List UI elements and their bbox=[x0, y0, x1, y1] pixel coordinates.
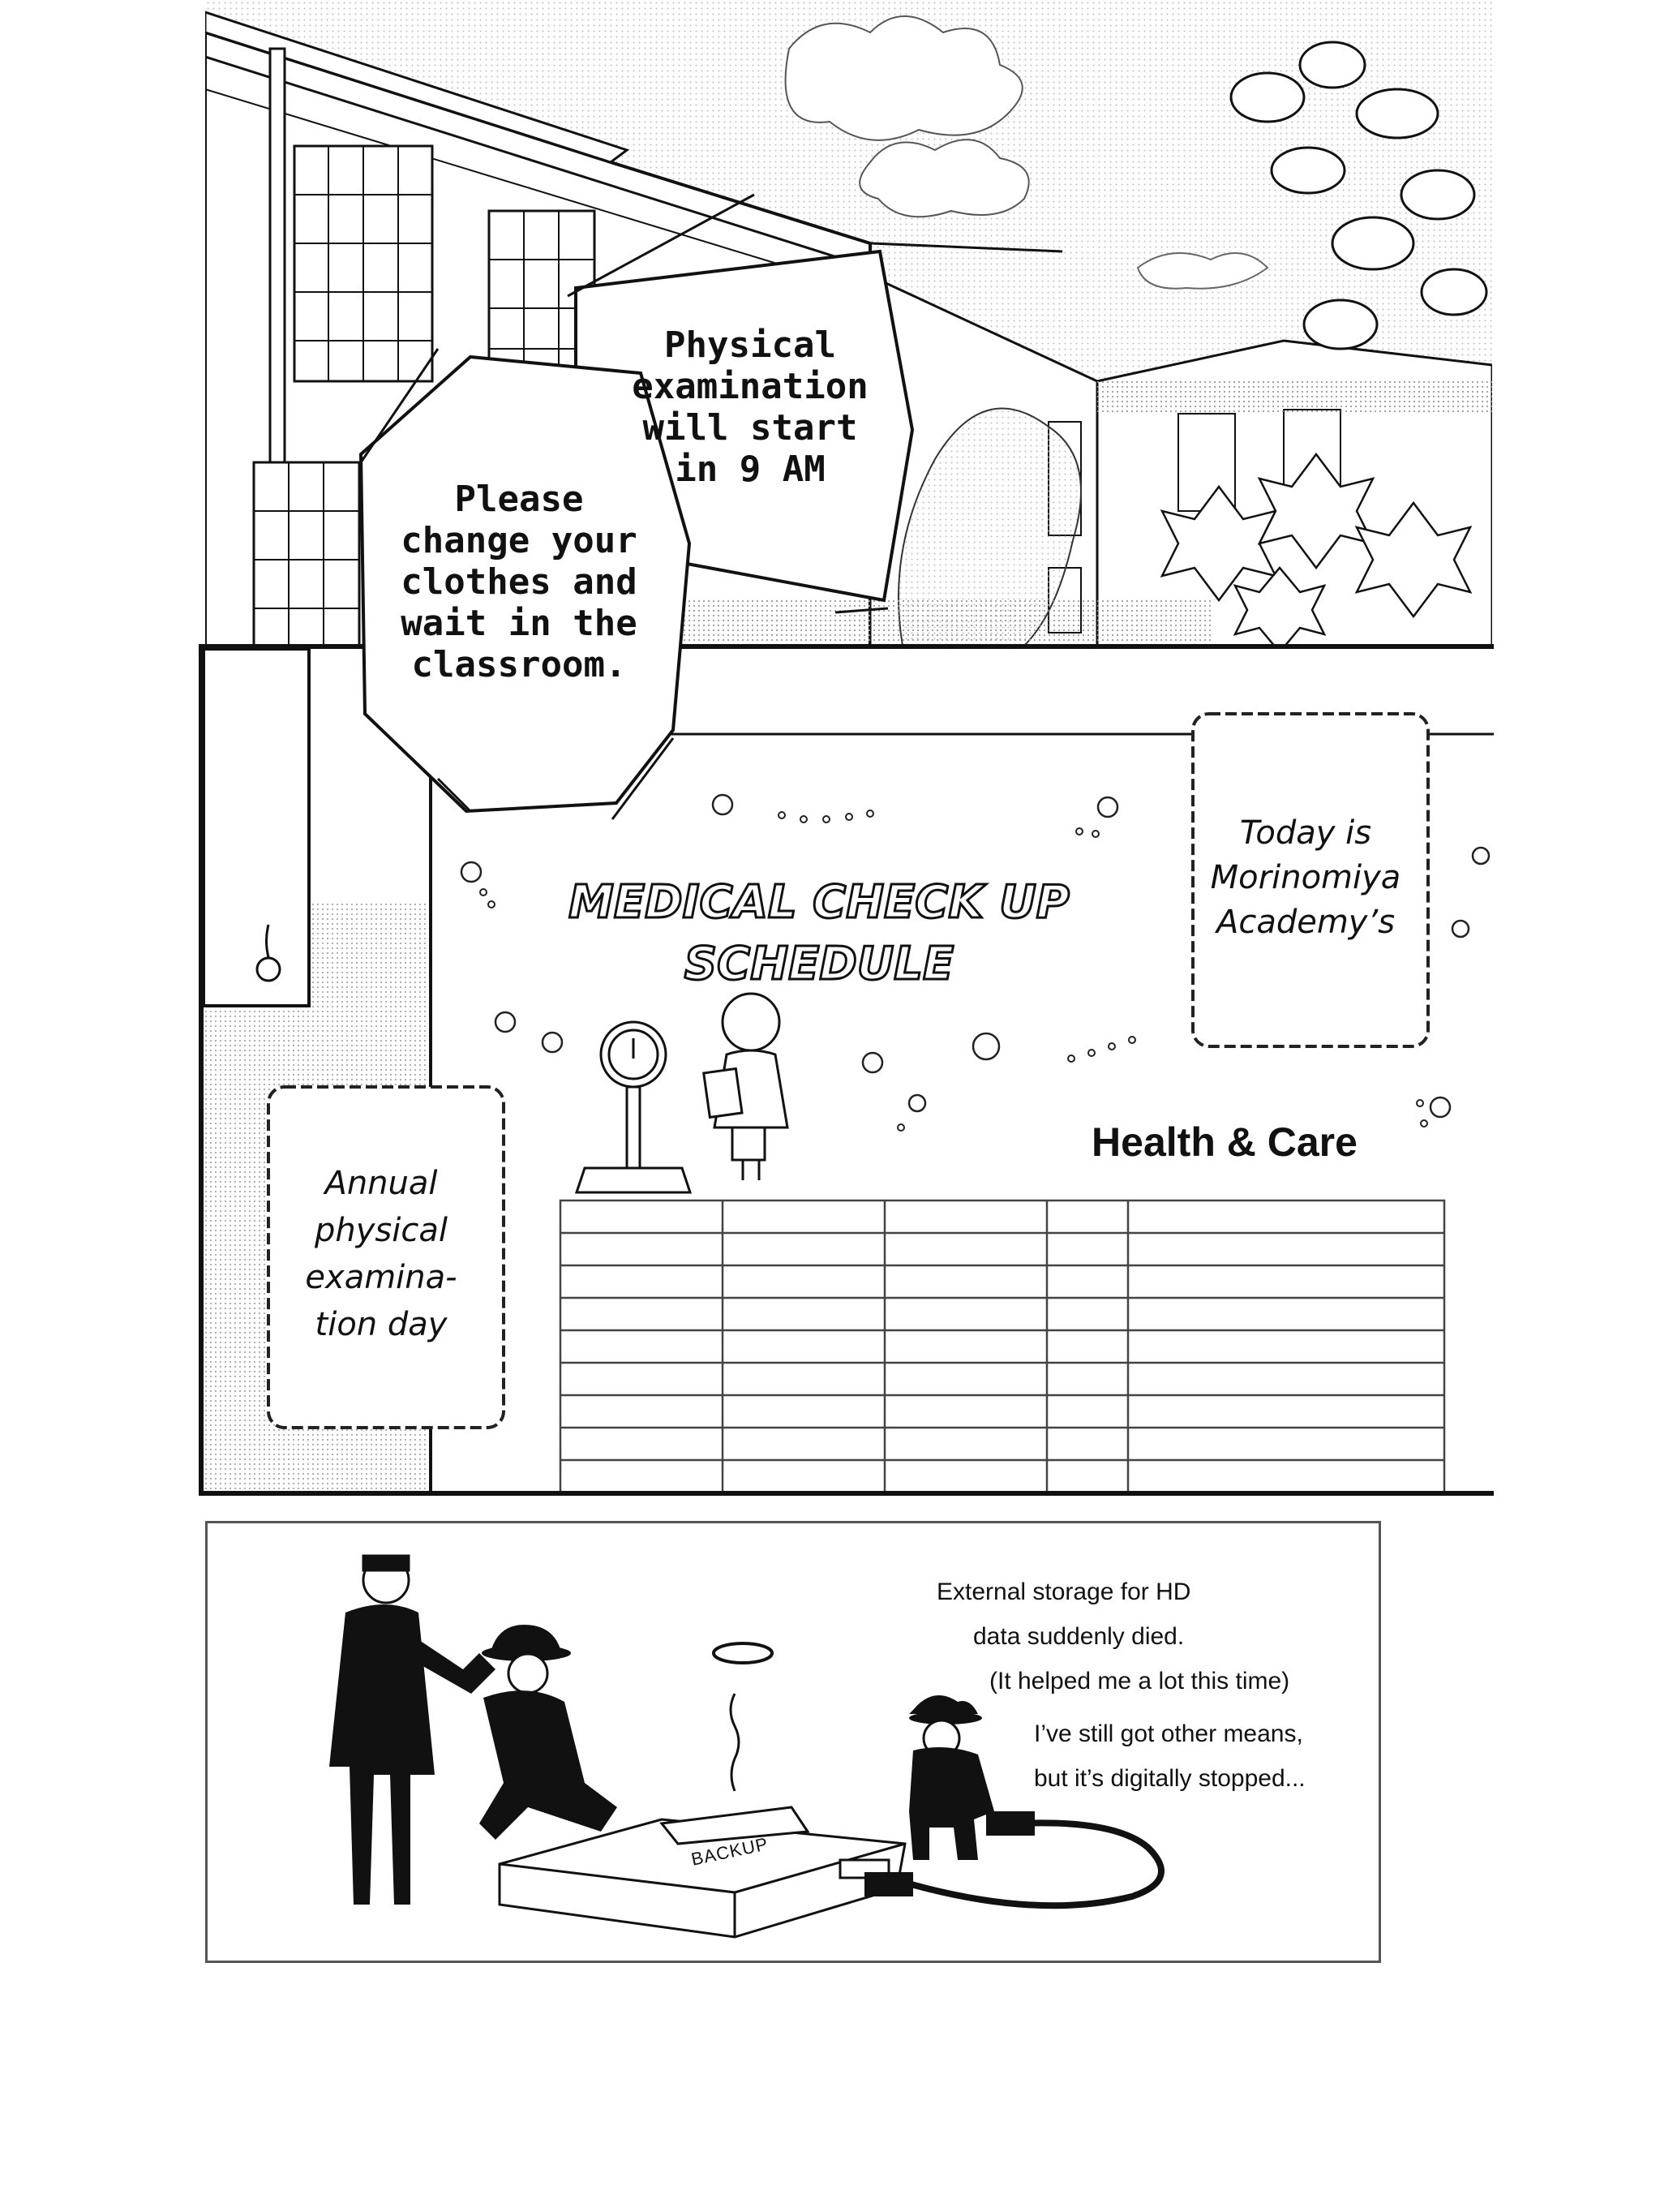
caption-line: Today is bbox=[1239, 814, 1372, 852]
caption-line: Morinomiya bbox=[1210, 859, 1401, 896]
note-line: (It helped me a lot this time) bbox=[989, 1668, 1290, 1694]
speech-balloons-layer bbox=[358, 193, 1063, 820]
caption-line: Academy’s bbox=[1216, 904, 1396, 941]
balloon-line: Physical bbox=[664, 324, 836, 366]
panel-border-line bbox=[199, 1491, 1494, 1496]
board-title: MEDICAL CHECK UP SCHEDULE bbox=[568, 872, 1071, 995]
caption-line: examina- bbox=[305, 1259, 457, 1296]
board-heading: Health & Care bbox=[1092, 1119, 1358, 1165]
balloon-line: will start bbox=[642, 407, 858, 449]
note-line: I’ve still got other means, bbox=[1034, 1720, 1303, 1747]
panel-author-note bbox=[205, 1521, 1381, 1963]
balloon-line: clothes and bbox=[401, 561, 637, 603]
board-title-line: SCHEDULE bbox=[683, 937, 954, 992]
author-note-illustration bbox=[329, 1554, 1165, 1939]
balloon-line: in 9 AM bbox=[675, 449, 826, 490]
caption-box-left: Annual physical examina- tion day bbox=[264, 1160, 499, 1348]
balloon-line: Please bbox=[454, 479, 584, 520]
note-line: External storage for HD bbox=[937, 1578, 1191, 1605]
panel-border-line bbox=[199, 644, 1494, 649]
author-note-text: External storage for HD data suddenly di… bbox=[933, 1570, 1387, 1801]
panel-schedule-board bbox=[199, 649, 1494, 1493]
speech-balloon-top: Physical examination will start in 9 AM bbox=[616, 324, 884, 490]
caption-line: tion day bbox=[315, 1306, 448, 1343]
balloon-line: wait in the bbox=[401, 603, 637, 644]
caption-line: physical bbox=[315, 1212, 448, 1249]
balloon-line: classroom. bbox=[411, 644, 627, 685]
balloon-line: change your bbox=[401, 520, 637, 561]
speech-balloon-left: Please change your clothes and wait in t… bbox=[381, 479, 657, 685]
caption-line: Annual bbox=[324, 1165, 438, 1202]
note-line: but it’s digitally stopped... bbox=[1034, 1765, 1306, 1792]
note-line: data suddenly died. bbox=[973, 1623, 1185, 1650]
schedule-board-illustration bbox=[204, 649, 1494, 1493]
caption-box-right: Today is Morinomiya Academy’s bbox=[1188, 811, 1423, 945]
board-title-line: MEDICAL CHECK UP bbox=[568, 875, 1071, 930]
balloon-line: examination bbox=[632, 366, 869, 407]
